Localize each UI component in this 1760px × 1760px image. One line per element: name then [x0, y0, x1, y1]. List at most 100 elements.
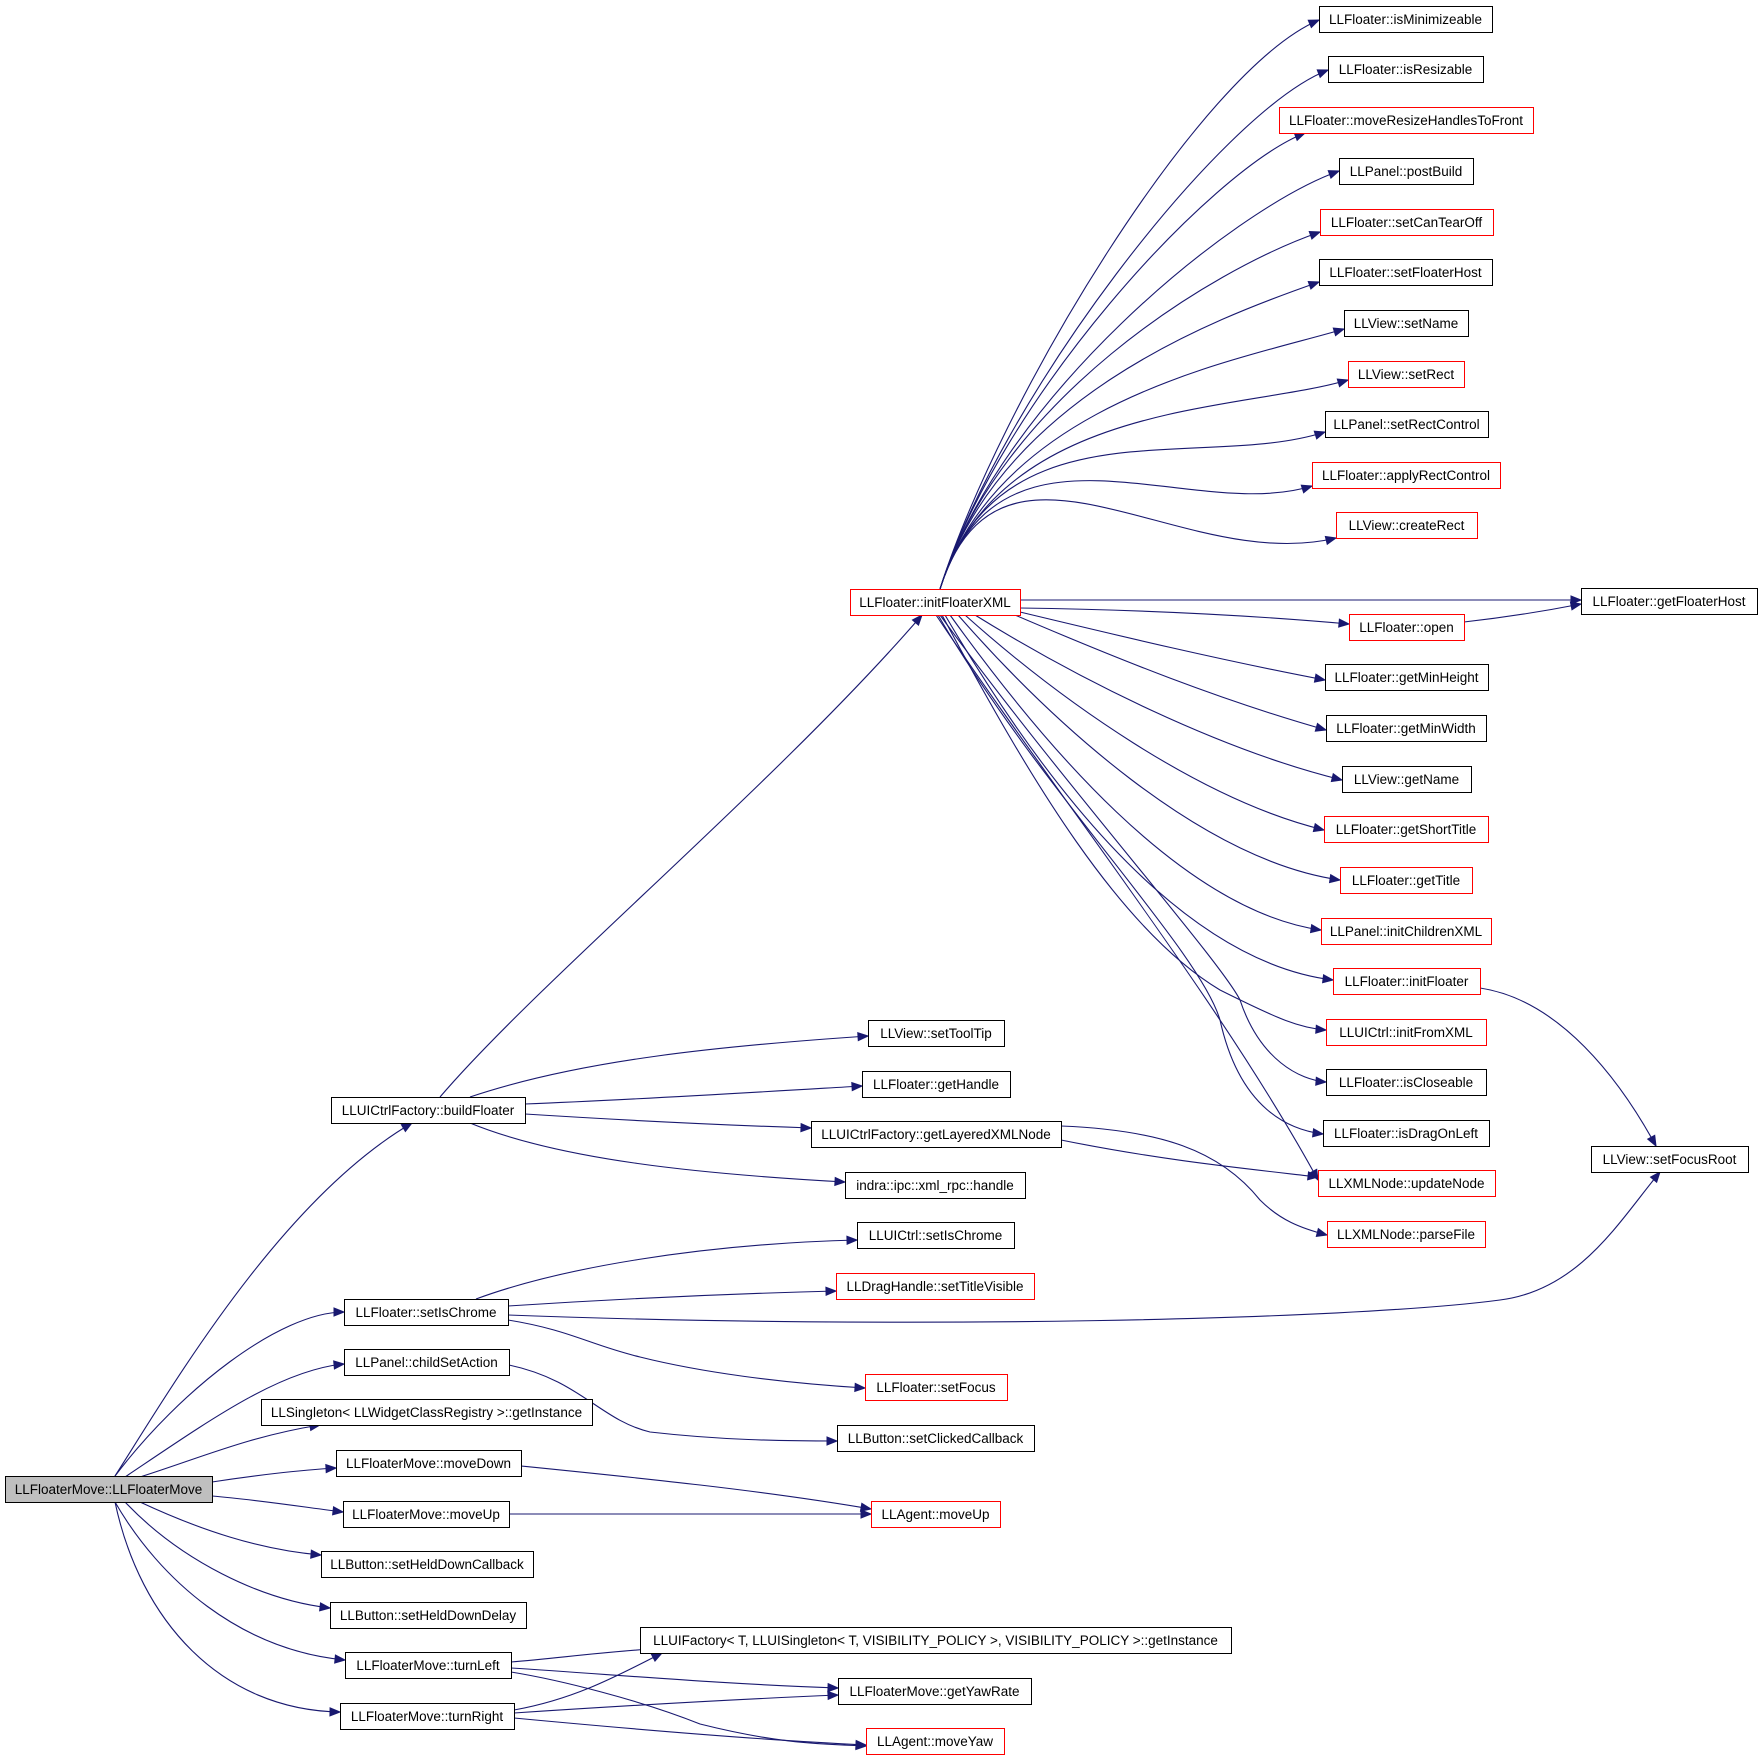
- arrowhead-icon: [1293, 132, 1307, 142]
- edge-line: [1060, 1125, 1328, 1236]
- node-setFocusRoot[interactable]: LLView::setFocusRoot: [1591, 1146, 1749, 1173]
- node-viewGetName[interactable]: LLView::getName: [1342, 766, 1472, 793]
- node-getFloaterHost[interactable]: LLFloater::getFloaterHost: [1581, 588, 1758, 615]
- edge-line: [124, 1501, 331, 1609]
- node-root[interactable]: LLFloaterMove::LLFloaterMove: [5, 1476, 213, 1503]
- arrowhead-icon: [825, 1286, 838, 1297]
- node-moveYaw[interactable]: LLAgent::moveYaw: [866, 1728, 1005, 1755]
- node-getMinWidth[interactable]: LLFloater::getMinWidth: [1326, 715, 1487, 742]
- node-box: [345, 1652, 512, 1679]
- node-getShortTitle[interactable]: LLFloater::getShortTitle: [1324, 816, 1489, 843]
- node-box: [1321, 918, 1492, 945]
- node-label: LLDragHandle::setTitleVisible: [846, 1279, 1023, 1294]
- edge-line: [1019, 607, 1350, 625]
- edge-line: [1479, 987, 1657, 1147]
- node-getYawRate[interactable]: LLFloaterMove::getYawRate: [838, 1678, 1032, 1705]
- node-isCloseable[interactable]: LLFloater::isCloseable: [1326, 1069, 1487, 1096]
- edge-line: [513, 1652, 663, 1711]
- node-setToolTip[interactable]: LLView::setToolTip: [868, 1020, 1005, 1047]
- node-moveUp[interactable]: LLFloaterMove::moveUp: [343, 1501, 510, 1528]
- node-label: LLFloater::getMinWidth: [1336, 721, 1476, 736]
- edge-turnRight-to-getYawRate: [513, 1690, 840, 1714]
- node-setTitleVisible[interactable]: LLDragHandle::setTitleVisible: [836, 1273, 1035, 1300]
- node-setClickedCallback[interactable]: LLButton::setClickedCallback: [837, 1425, 1035, 1452]
- node-setRectControl[interactable]: LLPanel::setRectControl: [1325, 411, 1489, 438]
- node-turnLeft[interactable]: LLFloaterMove::turnLeft: [345, 1652, 512, 1679]
- node-isDragOnLeft[interactable]: LLFloater::isDragOnLeft: [1323, 1120, 1490, 1147]
- edge-root-to-moveUp: [211, 1495, 345, 1516]
- arrowhead-icon: [1315, 1227, 1329, 1237]
- node-singletonGetInstance[interactable]: LLSingleton< LLWidgetClassRegistry >::ge…: [261, 1399, 593, 1426]
- edge-line: [1060, 1139, 1319, 1178]
- arrowhead-icon: [332, 1506, 345, 1516]
- node-setFocus[interactable]: LLFloater::setFocus: [865, 1374, 1008, 1401]
- arrowhead-icon: [1307, 19, 1321, 29]
- node-setIsChrome[interactable]: LLFloater::setIsChrome: [344, 1299, 509, 1326]
- node-box: [1591, 1146, 1749, 1173]
- edge-line: [974, 614, 1343, 781]
- arrowhead-icon: [1314, 722, 1328, 732]
- edge-getLayeredXMLNode-to-updateNode: [1060, 1139, 1320, 1181]
- node-label: LLFloater::initFloater: [1345, 974, 1469, 989]
- node-getLayeredXMLNode[interactable]: LLUICtrlFactory::getLayeredXMLNode: [811, 1121, 1062, 1148]
- arrowhead-icon: [310, 1549, 323, 1559]
- node-setCanTearOff[interactable]: LLFloater::setCanTearOff: [1320, 209, 1494, 236]
- node-viewSetName[interactable]: LLView::setName: [1344, 310, 1469, 337]
- node-updateNode[interactable]: LLXMLNode::updateNode: [1318, 1170, 1496, 1197]
- node-applyRectControl[interactable]: LLFloater::applyRectControl: [1312, 462, 1501, 489]
- node-initFloaterXML[interactable]: LLFloater::initFloaterXML: [850, 589, 1021, 616]
- edge-root-to-turnLeft: [114, 1501, 347, 1664]
- node-buildFloater[interactable]: LLUICtrlFactory::buildFloater: [331, 1097, 526, 1124]
- node-agentMoveUp[interactable]: LLAgent::moveUp: [871, 1501, 1001, 1528]
- node-getTitle[interactable]: LLFloater::getTitle: [1340, 867, 1473, 894]
- node-label: LLFloaterMove::turnLeft: [356, 1658, 500, 1673]
- node-box: [1581, 588, 1758, 615]
- edge-initFloaterXML-to-viewSetName: [939, 327, 1346, 590]
- edge-root-to-singletonGetInstance: [139, 1421, 322, 1478]
- node-box: [1344, 310, 1469, 337]
- edge-line: [510, 1667, 839, 1689]
- node-moveResizeHandlesToFront[interactable]: LLFloater::moveResizeHandlesToFront: [1279, 107, 1534, 134]
- edge-turnRight-to-moveYaw: [513, 1717, 868, 1750]
- node-viewSetRect[interactable]: LLView::setRect: [1348, 361, 1465, 388]
- node-initFromXML[interactable]: LLUICtrl::initFromXML: [1326, 1019, 1487, 1046]
- node-box: [837, 1425, 1035, 1452]
- node-initChildrenXML[interactable]: LLPanel::initChildrenXML: [1321, 918, 1492, 945]
- node-box: [1324, 816, 1489, 843]
- node-getMinHeight[interactable]: LLFloater::getMinHeight: [1325, 664, 1489, 691]
- arrowhead-icon: [1307, 280, 1321, 290]
- node-parseFile[interactable]: LLXMLNode::parseFile: [1327, 1221, 1486, 1248]
- node-xmlRpcHandle[interactable]: indra::ipc::xml_rpc::handle: [845, 1172, 1026, 1199]
- edge-childSetAction-to-setClickedCallback: [508, 1364, 839, 1446]
- arrowhead-icon: [1570, 595, 1583, 605]
- node-postBuild[interactable]: LLPanel::postBuild: [1339, 158, 1474, 185]
- node-box: [1348, 361, 1465, 388]
- edge-initFloaterXML-to-applyRectControl: [939, 480, 1314, 590]
- edge-setIsChrome-to-setFocus: [507, 1319, 867, 1393]
- node-label: LLFloater::setFocus: [876, 1380, 996, 1395]
- node-setHeldDownDelay[interactable]: LLButton::setHeldDownDelay: [330, 1602, 527, 1629]
- node-uictrlSetIsChrome[interactable]: LLUICtrl::setIsChrome: [857, 1222, 1015, 1249]
- edge-initFloaterXML-to-getMinWidth: [1014, 614, 1328, 732]
- node-uiFactoryGetInstance[interactable]: LLUIFactory< T, LLUISingleton< T, VISIBI…: [640, 1627, 1232, 1654]
- node-isResizable[interactable]: LLFloater::isResizable: [1328, 56, 1484, 83]
- arrowhead-icon: [1336, 378, 1350, 388]
- node-getHandle[interactable]: LLFloater::getHandle: [862, 1071, 1011, 1098]
- node-setFloaterHost[interactable]: LLFloater::setFloaterHost: [1319, 259, 1493, 286]
- node-isMinimizeable[interactable]: LLFloater::isMinimizeable: [1319, 6, 1493, 33]
- node-createRect[interactable]: LLView::createRect: [1336, 512, 1478, 539]
- node-childSetAction[interactable]: LLPanel::childSetAction: [344, 1349, 510, 1376]
- edge-initFloater-to-setFocusRoot: [1479, 987, 1657, 1148]
- edge-initFloaterXML-to-initFloater: [944, 614, 1335, 984]
- edge-line: [114, 1501, 346, 1661]
- node-setHeldDownCallback[interactable]: LLButton::setHeldDownCallback: [321, 1551, 534, 1578]
- node-initFloater[interactable]: LLFloater::initFloater: [1333, 968, 1481, 995]
- edge-initFloaterXML-to-initChildrenXML: [949, 614, 1323, 934]
- node-box: [344, 1349, 510, 1376]
- node-moveDown[interactable]: LLFloaterMove::moveDown: [336, 1450, 522, 1477]
- node-turnRight[interactable]: LLFloaterMove::turnRight: [340, 1703, 515, 1730]
- edge-initFloaterXML-to-getFloaterHost: [1019, 595, 1583, 605]
- edge-initFloaterXML-to-setFloaterHost: [939, 280, 1321, 590]
- node-box: [868, 1020, 1005, 1047]
- node-floaterOpen[interactable]: LLFloater::open: [1349, 614, 1465, 641]
